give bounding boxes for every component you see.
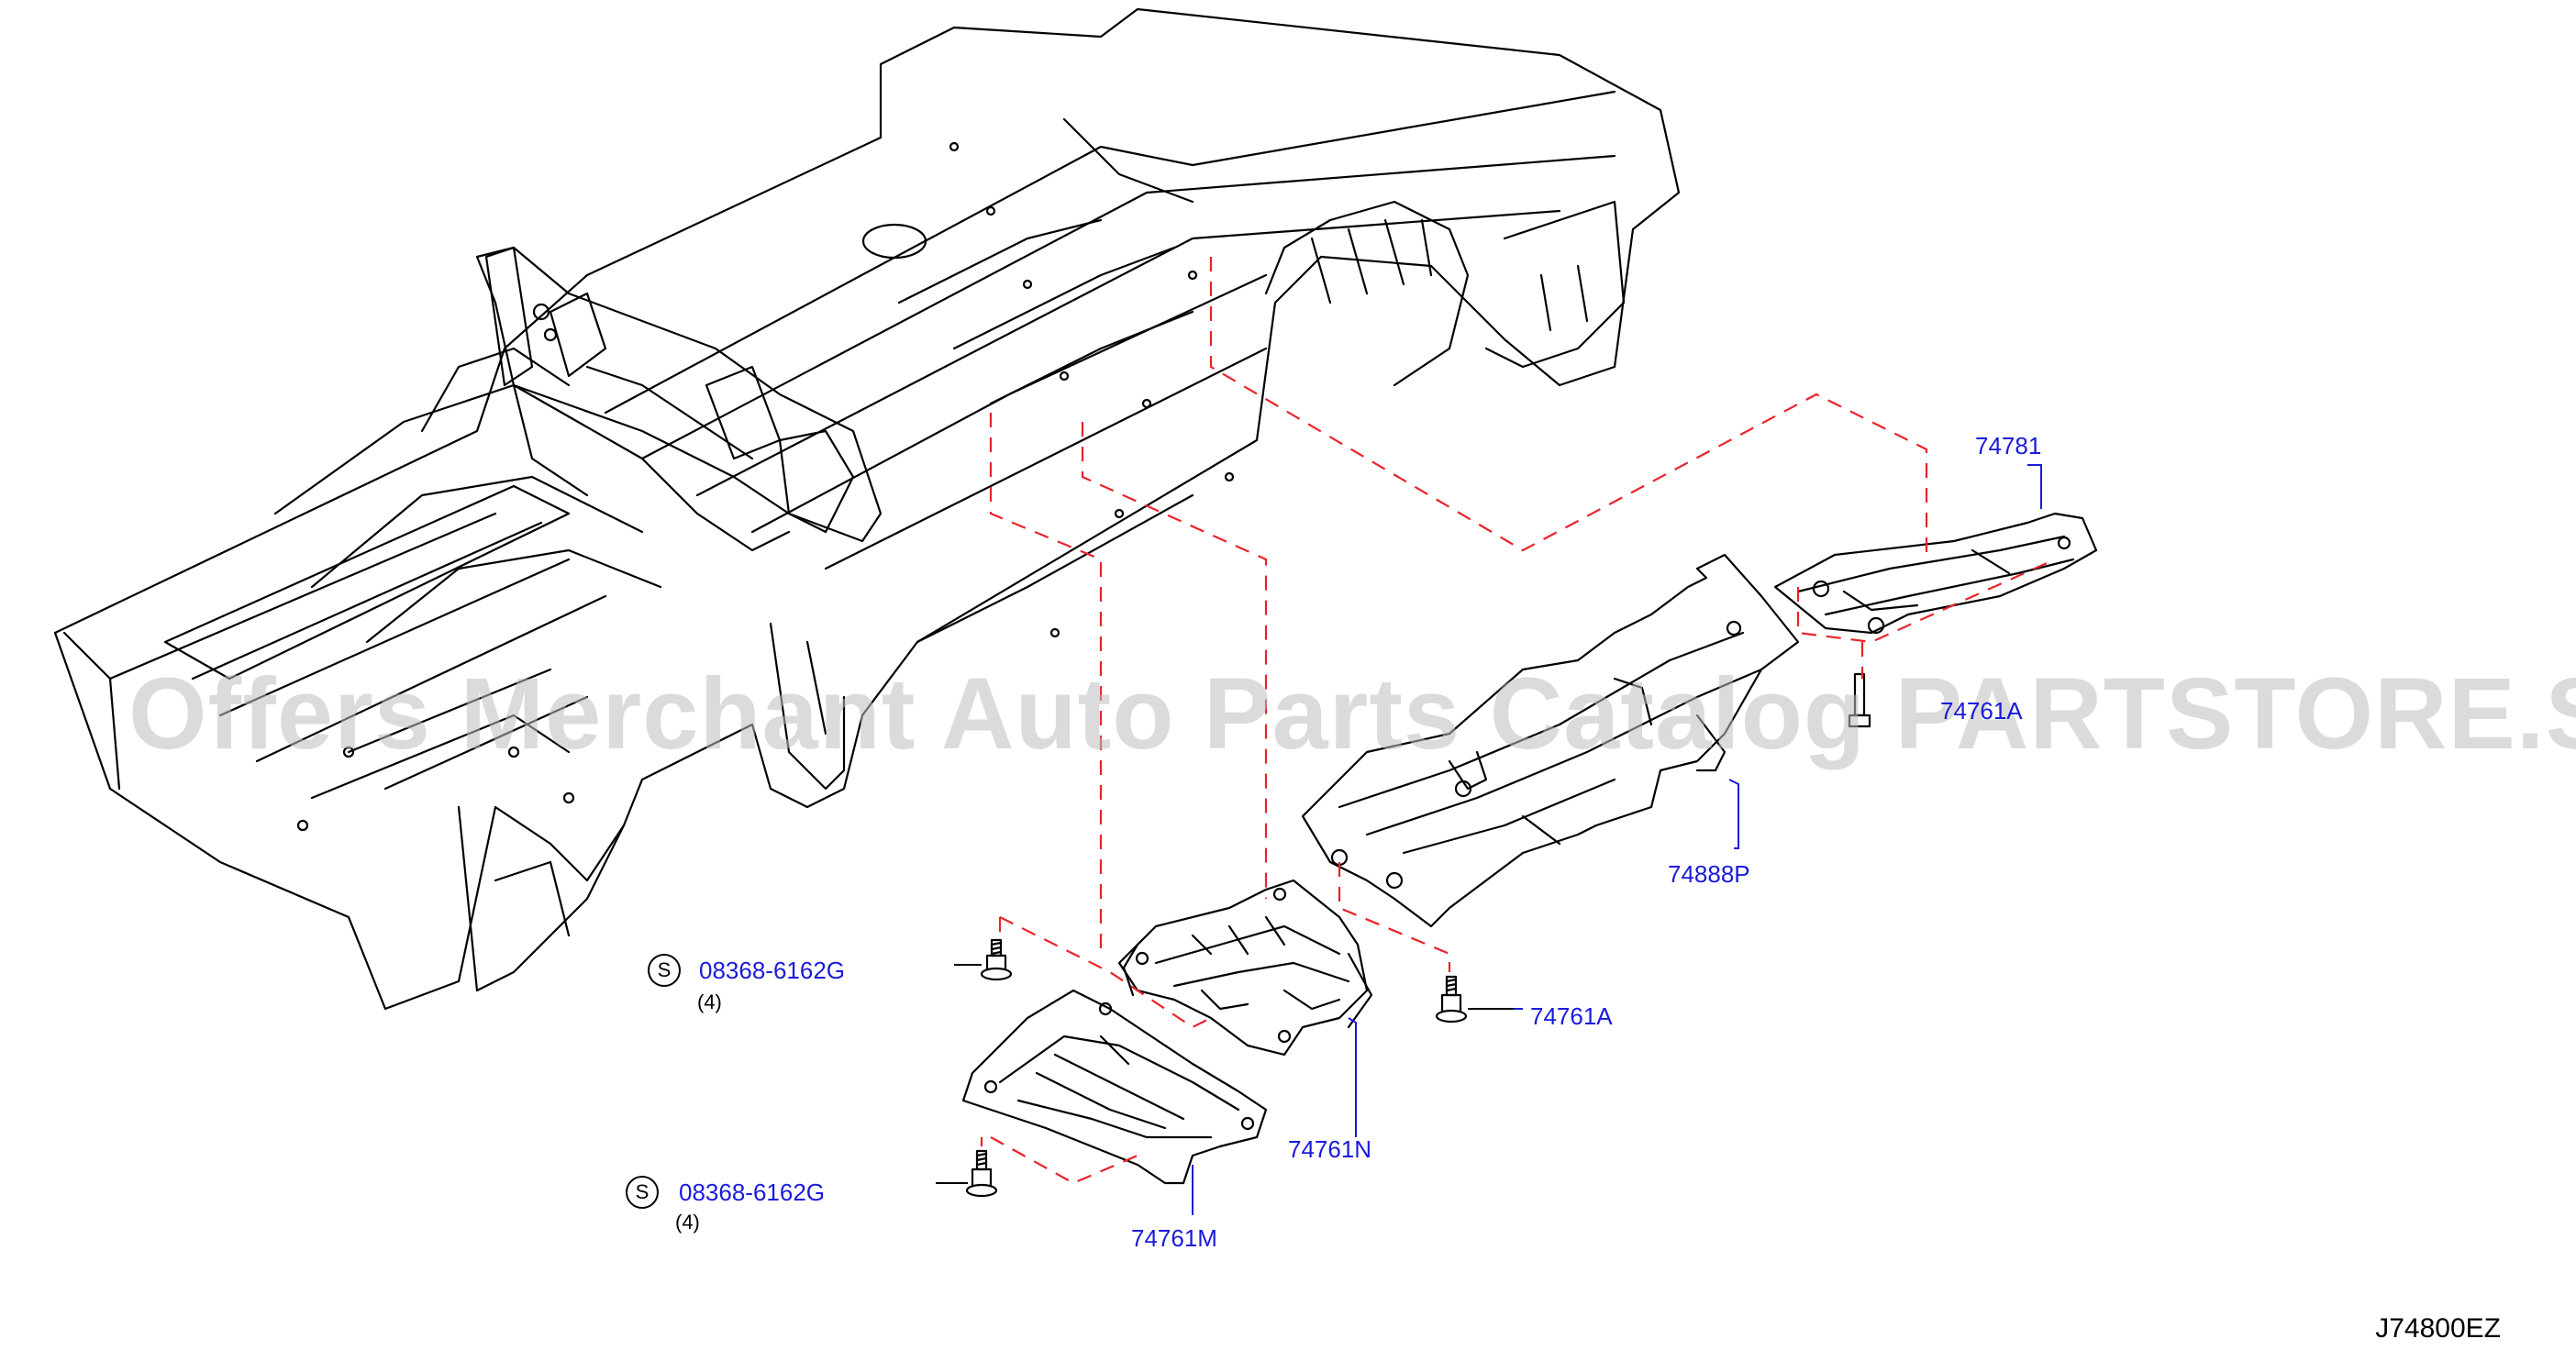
part-74888p: [1301, 553, 1800, 928]
callout-74761a-upper[interactable]: 74761A: [1940, 697, 2023, 725]
standard-part-lower-label[interactable]: 08368-6162G: [679, 1178, 826, 1206]
part-74761m: [961, 989, 1268, 1185]
standard-part-lower-qty: (4): [675, 1211, 700, 1234]
standard-part-symbol-upper: S: [648, 954, 681, 987]
standard-part-upper-qty: (4): [697, 990, 722, 1013]
body-holes: [296, 141, 1235, 832]
part-74781: [1773, 512, 2098, 635]
diagram-code: J74800EZ: [2375, 1313, 2501, 1344]
callout-74781[interactable]: 74781: [1975, 432, 2042, 459]
watermark-text: Offers Merchant Auto Parts Catalog PARTS…: [128, 658, 2576, 770]
part-74761n: [1117, 879, 1373, 1057]
callout-leader-lines: [1192, 464, 2042, 1215]
callout-74888p[interactable]: 74888P: [1668, 860, 1750, 888]
standard-part-symbol-lower: S: [626, 1176, 659, 1209]
callout-74761m[interactable]: 74761M: [1131, 1224, 1217, 1252]
bolt-middle-icon: [1435, 975, 1514, 1024]
vehicle-floor-body: [53, 7, 1681, 1011]
bolt-lower-icon: [936, 1149, 998, 1198]
callout-74761n[interactable]: 74761N: [1288, 1135, 1372, 1163]
assembly-guide-lines: [980, 257, 2056, 1185]
standard-part-upper-label[interactable]: 08368-6162G: [699, 957, 846, 984]
callout-74761a-lower[interactable]: 74761A: [1530, 1002, 1613, 1030]
bolt-upper-icon: [954, 938, 1013, 981]
bolt-right-icon: [1848, 672, 1871, 728]
